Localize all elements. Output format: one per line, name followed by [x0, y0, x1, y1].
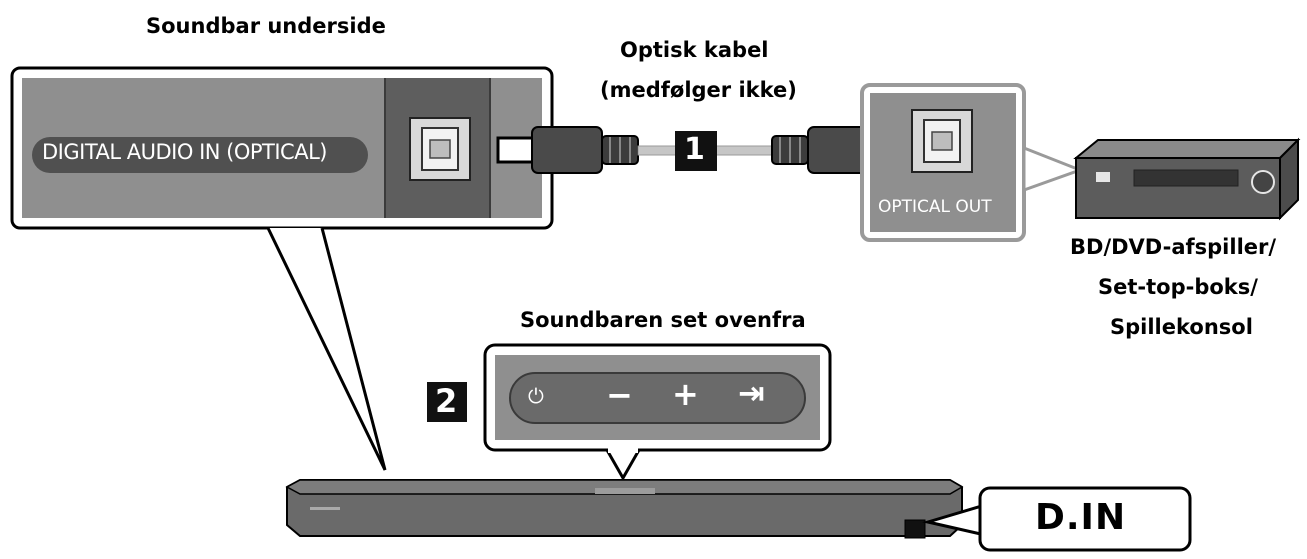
power-icon[interactable]: ⏻ [528, 384, 544, 408]
step-2-badge [427, 382, 467, 422]
device-label-line1: BD/DVD-afspiller/ [1070, 235, 1277, 259]
step-1-badge [675, 131, 717, 171]
source-icon[interactable]: ⇥ [738, 374, 765, 412]
cable-label-line1: Optisk kabel [620, 38, 769, 62]
bd-player-icon [1073, 137, 1301, 221]
minus-icon[interactable]: − [606, 376, 633, 414]
optical-in-port [409, 117, 471, 181]
digital-audio-in-label: DIGITAL AUDIO IN (OPTICAL) [42, 140, 327, 164]
cable-label-line2: (medfølger ikke) [600, 78, 797, 102]
optical-out-label: OPTICAL OUT [878, 197, 992, 217]
device-label-line3: Spillekonsol [1110, 315, 1253, 339]
step-2-number: 2 [435, 382, 458, 420]
device-label-line2: Set-top-boks/ [1098, 275, 1258, 299]
device-pointer [1022, 145, 1085, 193]
soundbar-body [285, 479, 964, 539]
display-din-label: D.IN [1035, 497, 1127, 538]
cable-connector-left [496, 126, 639, 174]
step-1-number: 1 [684, 132, 705, 167]
top-view-panel [483, 343, 832, 482]
optical-out-panel [860, 83, 1026, 242]
zoom-pointer [266, 227, 387, 471]
display-callout [922, 486, 1192, 552]
soundbar-underside-label: Soundbar underside [146, 14, 386, 38]
plus-icon[interactable]: + [672, 375, 699, 413]
top-view-label: Soundbaren set ovenfra [520, 308, 806, 332]
